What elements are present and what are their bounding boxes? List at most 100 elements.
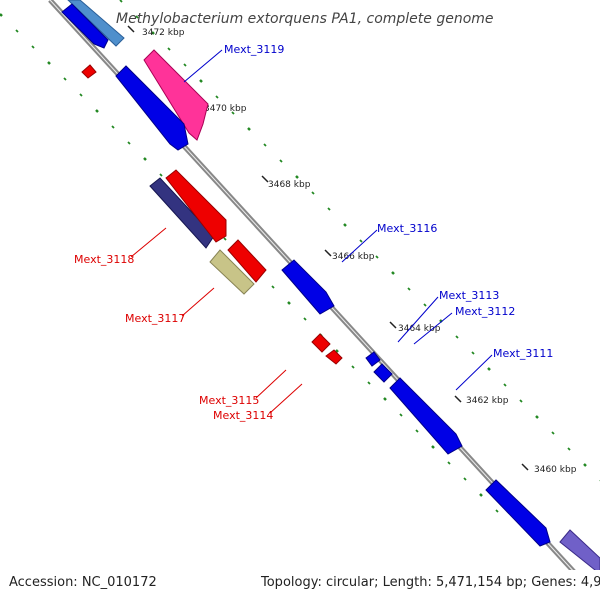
gc-dot	[567, 447, 571, 451]
gc-dot	[231, 111, 235, 115]
gc-dot	[359, 239, 363, 243]
gene-arrow[interactable]	[115, 65, 189, 151]
gene-arrow-mext-3117[interactable]	[227, 239, 267, 283]
gene-label-mext-3119[interactable]: Mext_3119	[224, 43, 284, 56]
gc-dot	[287, 301, 291, 305]
gene-features	[61, 0, 600, 600]
gene-arrow-mext-3116[interactable]	[281, 259, 335, 315]
tick-mark	[454, 395, 462, 403]
tick-label-3470: 3470 kbp	[204, 104, 247, 114]
accession-text: Accession: NC_010172	[9, 575, 157, 590]
leader-lines	[130, 49, 493, 414]
gc-dot	[15, 29, 19, 33]
gc-dot	[127, 141, 131, 145]
gc-dot	[447, 461, 451, 465]
gc-dot	[431, 445, 435, 449]
tick-label-3466: 3466 kbp	[332, 252, 375, 262]
gene-arrow[interactable]	[61, 3, 109, 49]
gene-label-mext-3117[interactable]: Mext_3117	[125, 312, 185, 325]
gc-dot	[215, 95, 219, 99]
tick-label-3472: 3472 kbp	[142, 28, 185, 38]
gc-dot	[471, 351, 475, 355]
gene-label-mext-3114[interactable]: Mext_3114	[213, 409, 273, 422]
gene-arrow-mext-3114[interactable]	[325, 349, 343, 365]
gene-label-mext-3118[interactable]: Mext_3118	[74, 253, 134, 266]
gene-arrow[interactable]	[485, 479, 551, 547]
gc-dot	[479, 493, 483, 497]
gc-dot	[95, 109, 99, 113]
gene-arrow-mext-3112[interactable]	[373, 363, 393, 383]
gc-dot	[415, 429, 419, 433]
tick-mark	[127, 25, 135, 33]
gc-dot	[535, 415, 539, 419]
gc-dot	[0, 13, 3, 17]
gc-dot	[79, 93, 83, 97]
gc-dot	[271, 285, 275, 289]
gc-dot	[279, 159, 283, 163]
tick-mark	[261, 175, 269, 183]
gc-dot	[383, 397, 387, 401]
tick-mark	[521, 463, 529, 471]
gc-dot	[135, 15, 139, 19]
gene-arrow[interactable]	[81, 64, 97, 79]
footer-bg	[0, 570, 600, 600]
gc-dot	[487, 367, 491, 371]
tick-label-3460: 3460 kbp	[534, 465, 577, 475]
gc-dot	[223, 237, 227, 241]
gc-dot	[111, 125, 115, 129]
tick-label-3464: 3464 kbp	[398, 324, 441, 334]
tick-mark	[389, 321, 397, 329]
gc-dot	[183, 63, 187, 67]
gene-label-mext-3113[interactable]: Mext_3113	[439, 289, 499, 302]
gc-dot	[391, 271, 395, 275]
gc-dot	[375, 255, 379, 259]
gc-dot	[263, 143, 267, 147]
tick-label-3468: 3468 kbp	[268, 180, 311, 190]
gene-label-mext-3116[interactable]: Mext_3116	[377, 222, 437, 235]
gc-dot	[303, 317, 307, 321]
gc-dot	[407, 287, 411, 291]
tick-mark	[324, 249, 332, 257]
gc-dot	[423, 303, 427, 307]
gene-arrow[interactable]	[67, 0, 125, 47]
gc-dot	[151, 31, 155, 35]
gc-dot	[399, 413, 403, 417]
gc-dot	[119, 0, 123, 3]
gc-dot	[311, 191, 315, 195]
gene-label-mext-3115[interactable]: Mext_3115	[199, 394, 259, 407]
gc-dot	[463, 477, 467, 481]
gc-dot	[159, 173, 163, 177]
gene-label-mext-3112[interactable]: Mext_3112	[455, 305, 515, 318]
gene-arrow-mext-3119-pink[interactable]	[143, 49, 209, 141]
gene-labels: Mext_3119 Mext_3118 Mext_3117 Mext_3116 …	[74, 43, 553, 422]
tick-label-3462: 3462 kbp	[466, 396, 509, 406]
gc-dot	[367, 381, 371, 385]
gc-dot	[63, 77, 67, 81]
gc-dot	[295, 175, 299, 179]
gene-arrow[interactable]	[209, 249, 255, 295]
gene-arrow[interactable]	[165, 169, 227, 243]
ticks: 3472 kbp 3470 kbp 3468 kbp 3466 kbp 3464…	[127, 25, 577, 475]
gc-dot	[143, 157, 147, 161]
summary-text: Topology: circular; Length: 5,471,154 bp…	[260, 575, 600, 590]
gc-dot	[327, 207, 331, 211]
gene-arrow[interactable]	[559, 529, 600, 575]
gc-dot	[47, 61, 51, 65]
gc-dot	[583, 463, 587, 467]
gc-dot	[31, 45, 35, 49]
gene-arrow-mext-3111[interactable]	[389, 377, 463, 455]
gene-label-mext-3111[interactable]: Mext_3111	[493, 347, 553, 360]
gc-dot	[495, 509, 499, 513]
gc-dot	[455, 335, 459, 339]
gc-dot	[335, 349, 339, 353]
gene-arrow-mext-3113[interactable]	[365, 351, 381, 367]
gc-dot	[167, 47, 171, 51]
gc-dot	[351, 365, 355, 369]
gc-dot	[247, 127, 251, 131]
gc-dot	[343, 223, 347, 227]
gc-dot	[199, 79, 203, 83]
gene-arrow-mext-3115[interactable]	[311, 333, 331, 353]
gc-dot	[551, 431, 555, 435]
